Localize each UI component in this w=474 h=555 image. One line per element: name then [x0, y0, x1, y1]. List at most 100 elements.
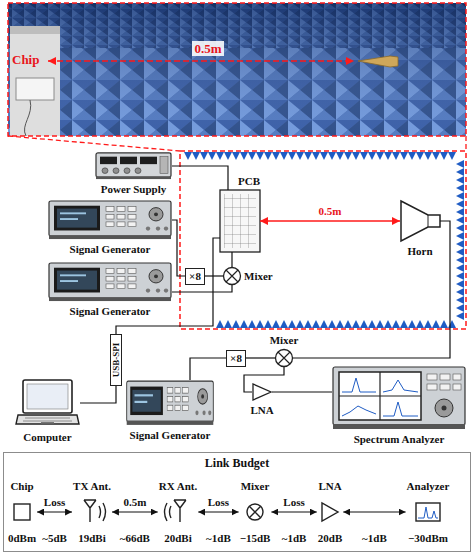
- component-label: Mixer: [270, 334, 299, 347]
- wire-connector: [172, 220, 185, 276]
- stage-name: RX Ant.: [159, 480, 198, 493]
- pcb-drawing: [220, 190, 260, 252]
- component-label: Signal Generator: [70, 243, 151, 256]
- component-label: Horn: [407, 245, 432, 258]
- mixer-symbol: Mixer: [275, 349, 293, 367]
- edge-label: Loss: [208, 496, 229, 509]
- mixer-drawing: [224, 268, 241, 285]
- wire-connector: [205, 275, 223, 276]
- signal-generator-drawing: [49, 201, 171, 239]
- horn-drawing: [401, 201, 440, 241]
- stage-value: 20dBi: [159, 532, 198, 545]
- wire-connector: [293, 221, 450, 358]
- laptop-drawing: [16, 380, 79, 424]
- spectrum-analyzer: Spectrum Analyzer: [332, 366, 466, 430]
- edge-label: Loss: [283, 496, 304, 509]
- signal-generator-drawing: [49, 263, 171, 301]
- budget-arrow: [343, 511, 405, 512]
- mixer-icon-cross: [249, 506, 260, 517]
- component-label: Mixer: [244, 270, 273, 283]
- power-supply-drawing: [96, 153, 171, 179]
- stage-value: −30dBm: [407, 532, 450, 545]
- mixer-icon: [247, 504, 263, 520]
- wire-connector: [190, 358, 226, 380]
- lna-amplifier: LNA: [252, 383, 272, 401]
- edge-label: Loss: [44, 496, 65, 509]
- budget-stage: TX Ant. 19dBi: [72, 480, 112, 545]
- budget-arrow: [112, 511, 158, 512]
- stage-name: Mixer: [240, 480, 271, 493]
- link-budget-panel: Chip 0dBm TX Ant. 19dBi RX Ant. 20dBi Mixer −15…: [3, 452, 471, 552]
- mixer-symbol: Mixer: [223, 267, 241, 285]
- wire-connector: [244, 367, 284, 392]
- component-label: PCB: [238, 175, 260, 188]
- wire-connector: [172, 285, 232, 292]
- chip-icon: [14, 504, 30, 520]
- stage-value: 0dBm: [8, 532, 36, 545]
- budget-stage: Chip 0dBm: [7, 480, 37, 545]
- multiplier-label: ×8: [189, 270, 201, 283]
- photo-distance: 0.5m: [192, 41, 223, 56]
- loss-value: ~1dB: [282, 532, 307, 545]
- loss-value: ~66dB: [120, 532, 150, 545]
- budget-arrow: [198, 511, 238, 512]
- stage-value: 19dBi: [73, 532, 111, 545]
- stage-name: TX Ant.: [73, 480, 111, 493]
- wire-connector: [172, 166, 228, 190]
- wire-connector: [272, 391, 332, 392]
- component-label: Computer: [23, 431, 71, 444]
- edge-label: 0.5m: [123, 496, 146, 509]
- multiplier-box: ×8: [226, 350, 246, 367]
- budget-stage: Analyzer −30dBm: [406, 480, 451, 545]
- budget-stage: LNA 20dB: [317, 480, 343, 545]
- signal-generator: Signal Generator: [126, 380, 214, 426]
- anechoic-chamber: [8, 136, 466, 329]
- component-label: LNA: [250, 404, 273, 417]
- spectrum-analyzer-drawing: [333, 367, 465, 429]
- loss-value: ~1dB: [206, 532, 231, 545]
- budget-stage: Mixer −15dB: [239, 480, 272, 545]
- lna-drawing: [253, 384, 271, 400]
- rx-antenna-icon: [165, 500, 187, 522]
- stage-value: −15dB: [240, 532, 271, 545]
- laptop-computer: Computer: [15, 378, 80, 428]
- wire-connector: [80, 386, 116, 403]
- multiplier-box: ×8: [185, 268, 205, 285]
- component-label: USB-SPI: [111, 343, 122, 378]
- loss-value: ~5dB: [42, 532, 67, 545]
- budget-arrow: [37, 511, 72, 512]
- component-label: Signal Generator: [130, 429, 211, 442]
- budget-stage: RX Ant. 20dBi: [158, 480, 199, 545]
- multiplier-label: ×8: [230, 352, 242, 365]
- power-supply: Power Supply: [95, 152, 172, 180]
- component-label: Spectrum Analyzer: [354, 433, 445, 446]
- signal-generator: Signal Generator: [48, 262, 172, 302]
- loss-value: ~1dB: [362, 532, 387, 545]
- component-label: Power Supply: [101, 183, 167, 196]
- stage-name: Analyzer: [407, 480, 450, 493]
- pcb-board: PCB: [220, 190, 260, 252]
- signal-generator: Signal Generator: [48, 200, 172, 240]
- chamber-photo: [8, 3, 466, 136]
- photo-callout: Chip: [12, 52, 39, 67]
- wire-connector: [246, 357, 275, 358]
- horn-antenna: Horn: [400, 200, 440, 242]
- instruments: [16, 153, 465, 429]
- analyzer-trace: [418, 507, 438, 518]
- panel-title: Link Budget: [4, 453, 470, 470]
- mixer-drawing: [276, 350, 293, 367]
- wire-connector: [231, 252, 232, 267]
- wire-connector: [260, 220, 400, 222]
- lna-icon: [322, 503, 338, 521]
- stage-name: Chip: [8, 480, 36, 493]
- stage-value: 20dB: [318, 532, 342, 545]
- signal-generator-drawing: [127, 381, 214, 425]
- stage-name: LNA: [318, 480, 342, 493]
- tx-antenna-icon: [84, 500, 106, 522]
- edge-label: 0.5m: [317, 205, 344, 218]
- budget-arrow: [271, 511, 316, 512]
- analyzer-icon: [416, 503, 440, 521]
